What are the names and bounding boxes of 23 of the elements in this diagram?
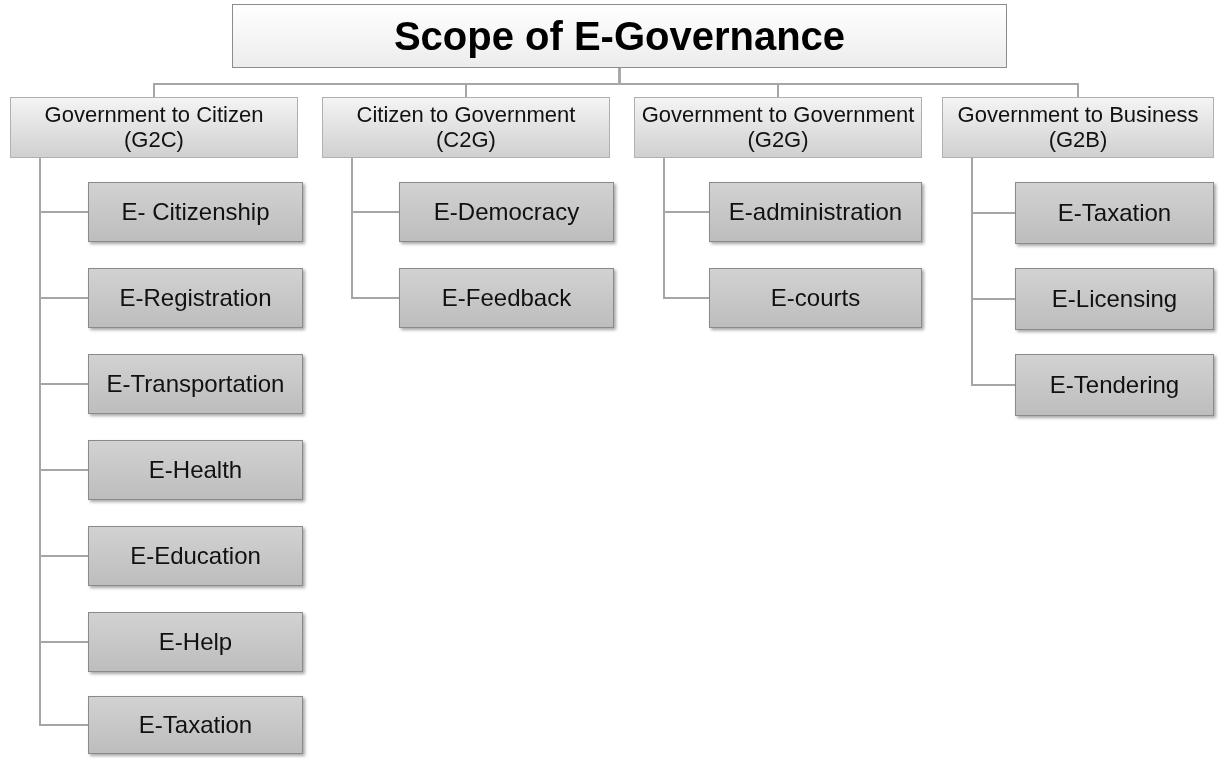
category-box: Citizen to Government (C2G) <box>322 97 610 158</box>
connector-line <box>663 157 710 299</box>
category-box: Government to Business (G2B) <box>942 97 1214 158</box>
item-box: E-Education <box>88 526 303 586</box>
item-box: E-Tendering <box>1015 354 1214 416</box>
item-box: E-Feedback <box>399 268 614 328</box>
item-box: E-Taxation <box>88 696 303 754</box>
connector-line <box>351 157 400 299</box>
item-box: E-Democracy <box>399 182 614 242</box>
item-box: E-administration <box>709 182 922 242</box>
category-box: Government to Government (G2G) <box>634 97 922 158</box>
title: Scope of E-Governance <box>232 4 1007 68</box>
item-box: E-Transportation <box>88 354 303 414</box>
item-box: E-Health <box>88 440 303 500</box>
item-box: E- Citizenship <box>88 182 303 242</box>
item-box: E-Registration <box>88 268 303 328</box>
connector-line <box>971 157 1016 386</box>
connector-line <box>618 67 1079 98</box>
item-box: E-Taxation <box>1015 182 1214 244</box>
category-box: Government to Citizen (G2C) <box>10 97 298 158</box>
item-box: E-Licensing <box>1015 268 1214 330</box>
item-box: E-courts <box>709 268 922 328</box>
item-box: E-Help <box>88 612 303 672</box>
